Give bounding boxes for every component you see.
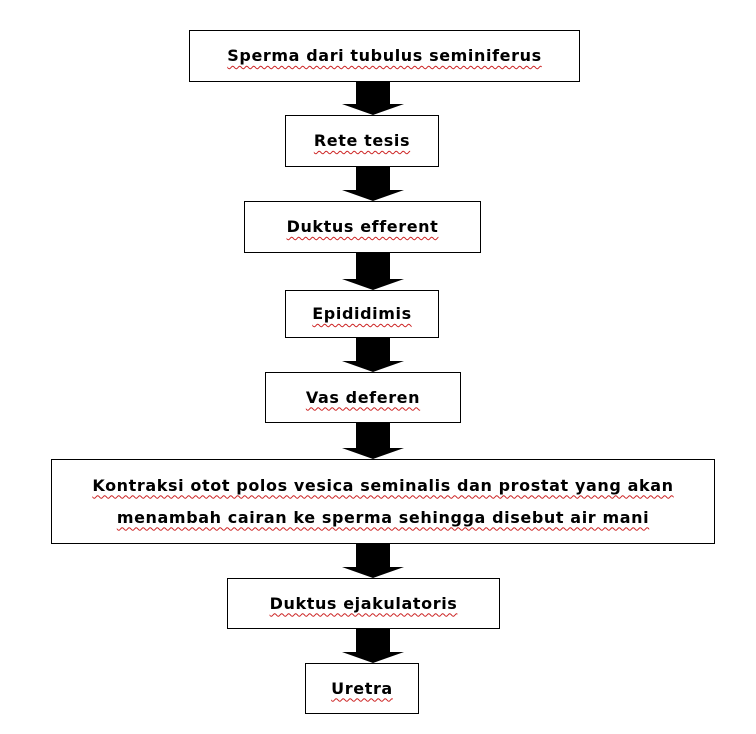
step-label-7: Duktus ejakulatoris bbox=[269, 593, 458, 613]
down-arrow-icon bbox=[342, 629, 404, 663]
step-box-6: Kontraksi otot polos vesica seminalis da… bbox=[51, 459, 715, 544]
step-label-1: Sperma dari tubulus seminiferus bbox=[227, 46, 542, 65]
step-label-4: Epididimis bbox=[312, 304, 412, 323]
step-label-5: Vas deferen bbox=[305, 387, 421, 407]
step-box-5: Vas deferen bbox=[265, 372, 461, 423]
step-label-2: Rete tesis bbox=[313, 131, 411, 150]
down-arrow-icon bbox=[342, 167, 404, 201]
step-box-3: Duktus efferent bbox=[244, 201, 481, 253]
down-arrow-icon bbox=[342, 253, 404, 290]
step-label-6: Kontraksi otot polos vesica seminalis da… bbox=[92, 475, 674, 527]
step-box-7: Duktus ejakulatoris bbox=[227, 578, 500, 629]
down-arrow-icon bbox=[342, 544, 404, 578]
step-box-8: Uretra bbox=[305, 663, 419, 714]
step-box-4: Epididimis bbox=[285, 290, 439, 338]
step-box-2: Rete tesis bbox=[285, 115, 439, 167]
step-label-8: Uretra bbox=[331, 678, 393, 698]
down-arrow-icon bbox=[342, 82, 404, 115]
down-arrow-icon bbox=[342, 338, 404, 372]
step-label-3: Duktus efferent bbox=[286, 217, 439, 236]
down-arrow-icon bbox=[342, 423, 404, 459]
step-box-1: Sperma dari tubulus seminiferus bbox=[189, 30, 580, 82]
